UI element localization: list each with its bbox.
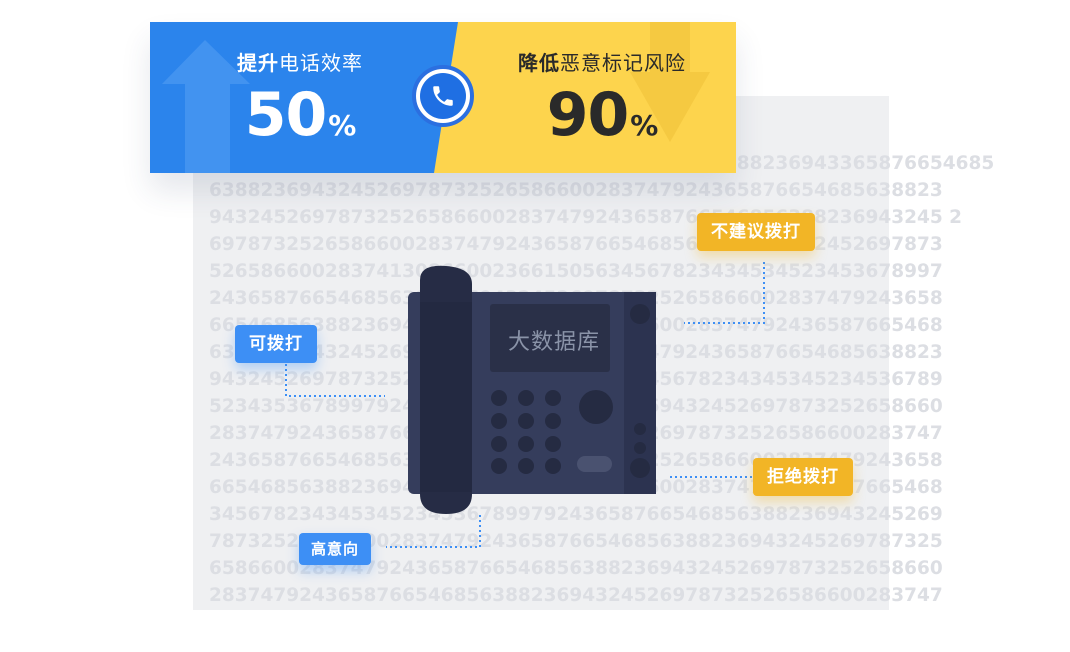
number-line: 5265866002837413086600236615056345678234… xyxy=(209,261,943,282)
tag-dialable: 可拨打 xyxy=(235,325,317,363)
banner-background xyxy=(150,22,736,173)
phone-icon xyxy=(433,86,453,106)
stat-efficiency-label-bold: 提升 xyxy=(237,51,279,75)
stat-risk-label: 恶意标记风险 xyxy=(560,51,686,75)
tag-high-intent: 高意向 xyxy=(299,533,372,565)
number-line: 2837479243658766546856388236943245269787… xyxy=(209,585,943,606)
stat-efficiency-unit: % xyxy=(328,109,356,142)
stat-risk: 降低恶意标记风险 90% xyxy=(482,50,722,157)
desk-telephone-icon xyxy=(408,265,656,514)
phone-badge xyxy=(412,65,474,127)
stat-efficiency: 提升电话效率 50% xyxy=(180,50,420,157)
stat-efficiency-label: 电话效率 xyxy=(279,51,363,75)
number-line: 6586600283747924365876654685638823694324… xyxy=(209,558,943,579)
stat-risk-unit: % xyxy=(630,109,658,142)
stat-risk-label-bold: 降低 xyxy=(518,51,560,75)
stats-banner: 提升电话效率 50% 降低恶意标记风险 90% xyxy=(150,22,736,173)
tag-refuse: 拒绝拨打 xyxy=(753,458,853,496)
number-line: 7873252658660028374792436587665468563882… xyxy=(209,531,943,552)
number-line: 3456782343453452345367899792436587665468… xyxy=(209,504,943,525)
number-line: 6388236943245269787325265866002837479243… xyxy=(209,180,943,201)
database-screen-label: 大数据库 xyxy=(507,330,600,355)
tag-not-recommended: 不建议拨打 xyxy=(697,213,815,251)
stat-efficiency-value: 50 xyxy=(244,80,327,150)
stat-risk-value: 90 xyxy=(546,80,629,150)
